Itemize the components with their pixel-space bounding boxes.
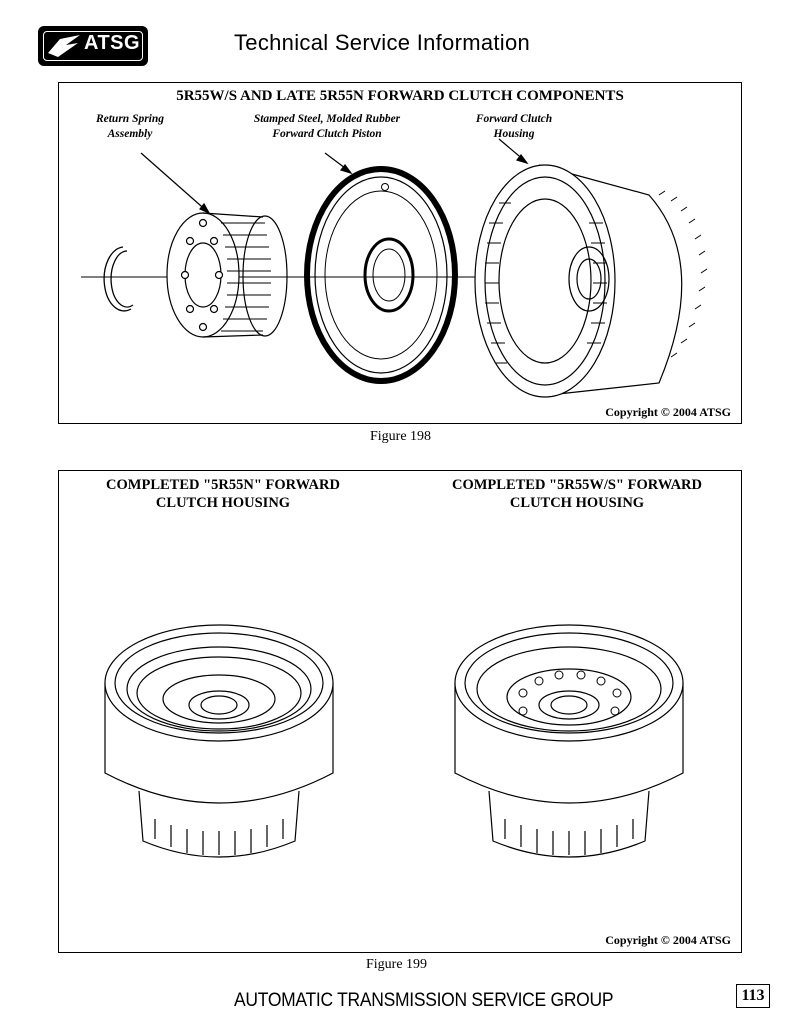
callout-piston: Stamped Steel, Molded Rubber Forward Clu… xyxy=(253,113,401,140)
exploded-components-drawing xyxy=(81,138,708,398)
figure-199-panel: COMPLETED "5R55N" FORWARD CLUTCH HOUSING… xyxy=(58,470,742,953)
figure-199-copyright: Copyright © 2004 ATSG xyxy=(605,933,731,947)
figure-199-caption: Figure 199 xyxy=(366,957,428,972)
logo-text: ATSG xyxy=(84,32,141,54)
figure-199-left-title: COMPLETED "5R55N" FORWARD CLUTCH HOUSING xyxy=(106,477,340,511)
callout-return-spring: Return Spring Assembly xyxy=(95,113,165,140)
page-number: 113 xyxy=(736,984,770,1008)
atsg-logo: ATSG xyxy=(38,26,148,66)
figure-198-caption: Figure 198 xyxy=(370,429,432,444)
figure-199-right-title: COMPLETED "5R55W/S" FORWARD CLUTCH HOUSI… xyxy=(451,477,703,511)
forward-clutch-piston xyxy=(304,166,458,384)
return-spring-assembly xyxy=(166,212,288,338)
logo-bird-icon xyxy=(48,35,80,57)
figure-198-panel: 5R55W/S AND LATE 5R55N FORWARD CLUTCH CO… xyxy=(58,82,742,424)
page-title: Technical Service Information xyxy=(234,30,531,55)
figure-198-title: 5R55W/S AND LATE 5R55N FORWARD CLUTCH CO… xyxy=(176,88,624,104)
5r55n-housing-drawing xyxy=(104,624,334,858)
snap-ring xyxy=(103,246,134,312)
footer-text: AUTOMATIC TRANSMISSION SERVICE GROUP xyxy=(234,990,614,1011)
leader-arrows xyxy=(140,138,529,215)
forward-clutch-housing xyxy=(474,164,708,398)
5r55ws-housing-drawing xyxy=(454,624,684,858)
callout-housing: Forward Clutch Housing xyxy=(475,113,553,140)
figure-198-copyright: Copyright © 2004 ATSG xyxy=(605,405,731,419)
